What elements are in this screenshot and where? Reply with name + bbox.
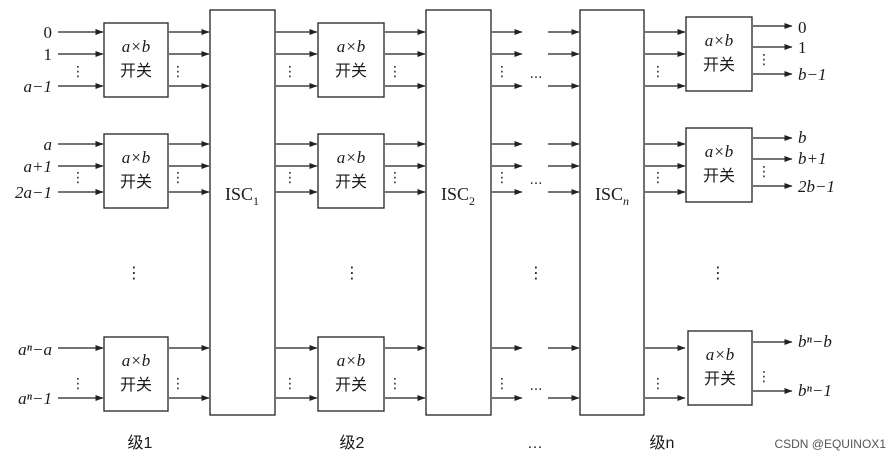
- vertical-ellipsis: ⋮: [283, 170, 297, 186]
- input-label: a+1: [24, 157, 52, 176]
- stage-label: 级2: [340, 434, 365, 452]
- switch-size-label: a×b: [122, 37, 150, 56]
- switch-box: a×b 开关: [317, 22, 385, 98]
- isc-1: ISC1: [209, 9, 276, 416]
- svg-text:ISCn: ISCn: [595, 184, 629, 208]
- vertical-ellipsis: ⋮: [71, 376, 85, 392]
- vertical-ellipsis: ⋮: [71, 170, 85, 186]
- switch-size-label: a×b: [122, 148, 150, 167]
- vertical-ellipsis: ⋮: [171, 376, 185, 392]
- vertical-ellipsis: ⋮: [388, 376, 402, 392]
- input-label: aⁿ−1: [18, 389, 52, 408]
- svg-text:ISC2: ISC2: [441, 184, 475, 208]
- switch-box: a×b 开关: [103, 22, 169, 98]
- switch-name-label: 开关: [120, 62, 152, 80]
- output-label: b: [798, 128, 807, 147]
- output-label: b+1: [798, 149, 826, 168]
- stage-label: 级1: [128, 434, 153, 452]
- vertical-ellipsis: ⋮: [651, 64, 665, 80]
- output-label: 0: [798, 18, 807, 37]
- input-label: 1: [44, 45, 53, 64]
- isc-n-sub: n: [623, 194, 629, 208]
- stage-label: …: [527, 435, 543, 452]
- vertical-ellipsis: ⋮: [126, 263, 142, 282]
- vertical-ellipsis: ⋮: [757, 52, 771, 68]
- output-label: bⁿ−b: [798, 332, 832, 351]
- input-label: a: [44, 135, 53, 154]
- switch-size-label: a×b: [337, 351, 365, 370]
- switch-box: a×b 开关: [103, 133, 169, 209]
- output-label: b−1: [798, 65, 826, 84]
- vertical-ellipsis: ⋮: [495, 376, 509, 392]
- vertical-ellipsis: ⋮: [495, 64, 509, 80]
- input-label: 0: [44, 23, 53, 42]
- horizontal-ellipsis: …: [530, 67, 543, 82]
- output-labels: 0 1 b−1 b b+1 2b−1 bⁿ−b bⁿ−1: [798, 18, 835, 400]
- vertical-ellipsis: ⋮: [283, 376, 297, 392]
- vertical-ellipsis: ⋮: [710, 263, 726, 282]
- switch-size-label: a×b: [337, 148, 365, 167]
- vertical-ellipsis: ⋮: [171, 170, 185, 186]
- switch-box: a×b 开关: [685, 127, 753, 203]
- switch-size-label: a×b: [122, 351, 150, 370]
- switch-boxes: a×b 开关 a×b 开关 a×b 开关 a×b 开关 a×b 开关 a×b 开关 a×b 开关 a×b 开关…: [103, 16, 753, 412]
- vertical-ellipsis: ⋮: [283, 64, 297, 80]
- isc-n-label: ISC: [595, 184, 623, 204]
- switch-size-label: a×b: [337, 37, 365, 56]
- connection-wires: ⋮ ⋮ ⋮ ⋮ ⋮ … ⋮ ⋮ ⋮ ⋮ ⋮ ⋮ ⋮ … ⋮ ⋮ ⋮ ⋮ ⋮ ⋮ ⋮ … ⋮ ⋮: [58, 23, 793, 401]
- switch-name-label: 开关: [335, 376, 367, 394]
- vertical-ellipsis: ⋮: [651, 170, 665, 186]
- vertical-ellipsis: ⋮: [651, 376, 665, 392]
- switch-name-label: 开关: [335, 173, 367, 191]
- switch-box: a×b 开关: [317, 336, 385, 412]
- isc-1-sub: 1: [253, 194, 259, 208]
- switch-name-label: 开关: [704, 370, 736, 388]
- svg-text:ISC1: ISC1: [225, 184, 259, 208]
- output-label: 1: [798, 38, 807, 57]
- stage-label: 级n: [650, 434, 675, 452]
- switch-name-label: 开关: [120, 376, 152, 394]
- vertical-ellipsis: ⋮: [495, 170, 509, 186]
- switch-box: a×b 开关: [685, 16, 753, 92]
- switch-name-label: 开关: [703, 167, 735, 185]
- isc-2-label: ISC: [441, 184, 469, 204]
- row-ellipses: ⋮ ⋮ ⋮ ⋮: [126, 263, 726, 282]
- vertical-ellipsis: ⋮: [388, 170, 402, 186]
- switch-size-label: a×b: [706, 345, 734, 364]
- input-labels: 0 1 a−1 a a+1 2a−1 aⁿ−a aⁿ−1: [15, 23, 52, 408]
- switch-name-label: 开关: [335, 62, 367, 80]
- switch-box: a×b 开关: [317, 133, 385, 209]
- stage-labels: 级1 级2 … 级n: [128, 434, 675, 452]
- output-label: bⁿ−1: [798, 381, 832, 400]
- isc-2: ISC2: [425, 9, 492, 416]
- vertical-ellipsis: ⋮: [757, 164, 771, 180]
- vertical-ellipsis: ⋮: [388, 64, 402, 80]
- switch-name-label: 开关: [120, 173, 152, 191]
- vertical-ellipsis: ⋮: [171, 64, 185, 80]
- watermark: CSDN @EQUINOX1: [774, 437, 886, 451]
- output-label: 2b−1: [798, 177, 835, 196]
- horizontal-ellipsis: …: [530, 379, 543, 394]
- vertical-ellipsis: ⋮: [71, 64, 85, 80]
- horizontal-ellipsis: …: [530, 173, 543, 188]
- isc-n: ISCn: [579, 9, 645, 416]
- isc-2-sub: 2: [469, 194, 475, 208]
- input-label: 2a−1: [15, 183, 52, 202]
- switch-size-label: a×b: [705, 31, 733, 50]
- vertical-ellipsis: ⋮: [344, 263, 360, 282]
- vertical-ellipsis: ⋮: [757, 369, 771, 385]
- isc-1-label: ISC: [225, 184, 253, 204]
- switch-box: a×b 开关: [103, 336, 169, 412]
- input-label: a−1: [24, 77, 52, 96]
- switch-size-label: a×b: [705, 142, 733, 161]
- vertical-ellipsis: ⋮: [528, 263, 544, 282]
- input-label: aⁿ−a: [18, 340, 52, 359]
- switch-box: a×b 开关: [687, 330, 753, 406]
- switch-name-label: 开关: [703, 56, 735, 74]
